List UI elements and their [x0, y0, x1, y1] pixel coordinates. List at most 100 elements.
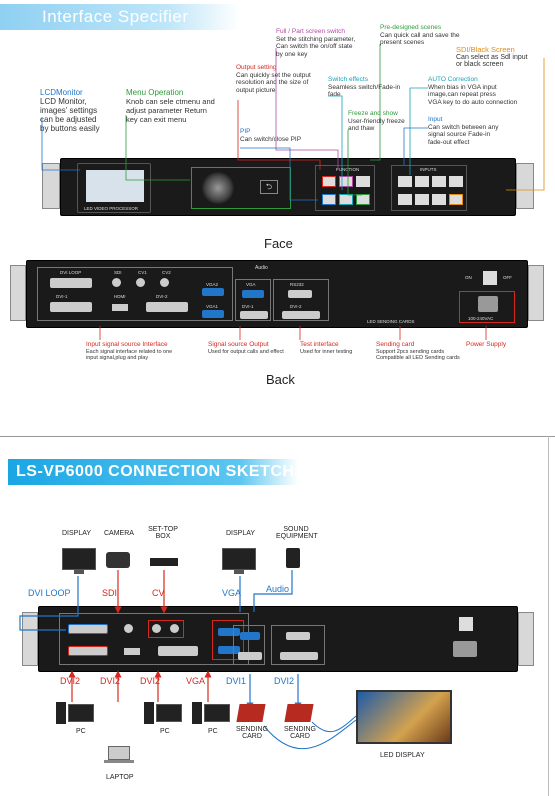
display2-monitor-icon	[222, 548, 256, 570]
section-right-border	[548, 436, 549, 796]
func-btn-out[interactable]	[322, 176, 336, 187]
menu-box: ⮌	[191, 167, 291, 209]
ann-back-output: Signal source Output Used for output cal…	[208, 341, 308, 355]
input-btn-dvi2[interactable]	[398, 194, 412, 205]
face-right-ear	[516, 163, 534, 209]
dvi1-out-connector	[240, 311, 268, 319]
lcd-label: LED VIDEO PROCESSOR	[84, 206, 139, 211]
port-off: OFF	[503, 275, 512, 280]
back-leaders	[99, 326, 487, 340]
sketch-connections	[19, 570, 357, 750]
port-vga2: VGA2	[206, 282, 219, 287]
ann-back-test-desc: Used for inner testing	[300, 348, 353, 355]
input-btn-dvi1[interactable]	[398, 176, 412, 187]
port-sdi: SDI	[114, 270, 122, 275]
ann-full-desc: Set the stitching parameter, Can switch …	[276, 35, 356, 58]
ann-pip-desc: Can switch/close PIP	[240, 135, 302, 143]
sketch-dvi-loop-connector	[68, 624, 108, 634]
sketch-vga1-connector	[218, 646, 240, 654]
camera-icon	[106, 552, 130, 568]
label-pc1: PC	[76, 728, 86, 735]
sketch-power-switch[interactable]	[459, 617, 473, 631]
input-btn-dvi2b[interactable]	[432, 194, 446, 205]
sketch-cv2-connector	[170, 624, 179, 633]
func-btn-preset[interactable]	[339, 194, 353, 205]
ann-input: Input Can switch between any signal sour…	[428, 116, 548, 146]
sketch-title-bar: LS-VP6000 CONNECTION SKETCH	[8, 459, 298, 485]
signal-audio: Audio	[266, 584, 290, 594]
ann-switch-desc: Seamless switch/Fade-in fade	[328, 83, 401, 99]
ann-full-title: Full / Part screen switch	[276, 28, 345, 35]
pc3-monitor-icon	[204, 704, 230, 722]
power-socket	[478, 296, 498, 312]
ann-input-title: Input	[428, 116, 443, 123]
port-cv1: CV1	[138, 270, 147, 275]
ann-auto-title: AUTO Correction	[428, 76, 478, 83]
input-btn-hdmi[interactable]	[449, 176, 463, 187]
sketch-hdmi-connector	[124, 648, 140, 655]
ann-back-input-desc: Each signal interface related to one inp…	[86, 348, 173, 362]
label-card2: SENDING CARD	[284, 726, 316, 740]
func-btn-full[interactable]	[339, 176, 353, 187]
ann-auto-desc: When bias in VGA input image,can repeat …	[428, 83, 518, 106]
sketch-dvi2-connector	[158, 646, 198, 656]
signal-vga: VGA	[222, 588, 242, 598]
display-monitor-icon	[62, 548, 96, 570]
ann-back-power: Power Supply	[466, 341, 507, 348]
dvi-loop-connector	[50, 278, 92, 288]
sketch-dvi1-connector	[68, 646, 108, 656]
back-device: DVI LOOP DVI-1 SDI CV1 CV2 HDMI DVI-2 VG…	[26, 260, 528, 328]
signal-dvi2-out: DVI2	[274, 676, 295, 686]
ann-pre-desc: Can quick call and save the present scen…	[380, 31, 460, 47]
ann-freeze: Freeze and show User-friendly freeze and…	[348, 110, 428, 133]
input-btn-cv2[interactable]	[432, 176, 446, 187]
func-btn-freeze[interactable]	[356, 194, 370, 205]
sketch-sdi-connector	[124, 624, 133, 633]
cv1-connector	[136, 278, 145, 287]
sketch-right-ear	[518, 612, 534, 666]
ann-freeze-desc: User-friendly freeze and thaw	[348, 117, 405, 133]
ann-pre: Pre-designed scenes Can quick call and s…	[380, 24, 470, 47]
sketch-power-socket	[453, 641, 477, 657]
label-pc2: PC	[160, 728, 170, 735]
hdmi-connector	[112, 304, 128, 311]
ann-input-desc: Can switch between any signal source Fad…	[428, 123, 499, 146]
label-pc3: PC	[208, 728, 218, 735]
ann-switch: Switch effects Seamless switch/Fade-in f…	[328, 76, 418, 99]
label-card1: SENDING CARD	[236, 726, 268, 740]
sketch-vga2-connector	[218, 628, 240, 636]
sketch-test-group	[271, 625, 325, 665]
led-display-icon	[356, 690, 452, 744]
ann-menu: Menu Operation Knob can sele ctmenu and …	[126, 88, 236, 124]
ann-back-input-title: Input signal source Interface	[86, 341, 168, 348]
port-dvi2: DVI-2	[156, 294, 168, 299]
back-test-group: RS232 DVI-2	[273, 279, 329, 321]
func-btn-pip[interactable]	[322, 194, 336, 205]
input-btn-sdi[interactable]	[449, 194, 463, 205]
vga2-connector	[202, 288, 224, 296]
inputs-panel: INPUTS	[391, 165, 467, 211]
sketch-dvi1-out-connector	[238, 652, 262, 660]
signal-cv: CV	[152, 588, 165, 598]
ann-pip-title: PIP	[240, 128, 251, 135]
ann-lcd-desc: LCD Monitor, images' settings can be adj…	[40, 97, 100, 133]
input-btn-cv1[interactable]	[415, 176, 429, 187]
return-button[interactable]: ⮌	[260, 180, 278, 194]
pc2-tower-icon	[144, 702, 154, 724]
back-right-ear	[528, 265, 544, 321]
power-switch[interactable]	[483, 271, 497, 285]
label-stb: SET-TOP BOX	[148, 526, 178, 540]
input-btn-cv2b[interactable]	[415, 194, 429, 205]
signal-dvi1-out: DVI1	[226, 676, 247, 686]
ann-pre-title: Pre-designed scenes	[380, 24, 442, 31]
signal-dvi-loop: DVI LOOP	[28, 588, 71, 598]
func-btn-freeze-off[interactable]	[356, 176, 370, 187]
ann-lcd-title: LCDMonitor	[40, 88, 83, 97]
laptop-base-icon	[104, 760, 134, 763]
port-voltage: 100-240VAC	[468, 316, 494, 321]
menu-knob[interactable]	[202, 172, 234, 204]
ann-sdi-desc: Can select as Sdl input or black screen	[456, 53, 528, 69]
pc1-tower-icon	[56, 702, 66, 724]
ann-back-output-title: Signal source Output	[208, 341, 269, 348]
face-left-ear	[42, 163, 60, 209]
